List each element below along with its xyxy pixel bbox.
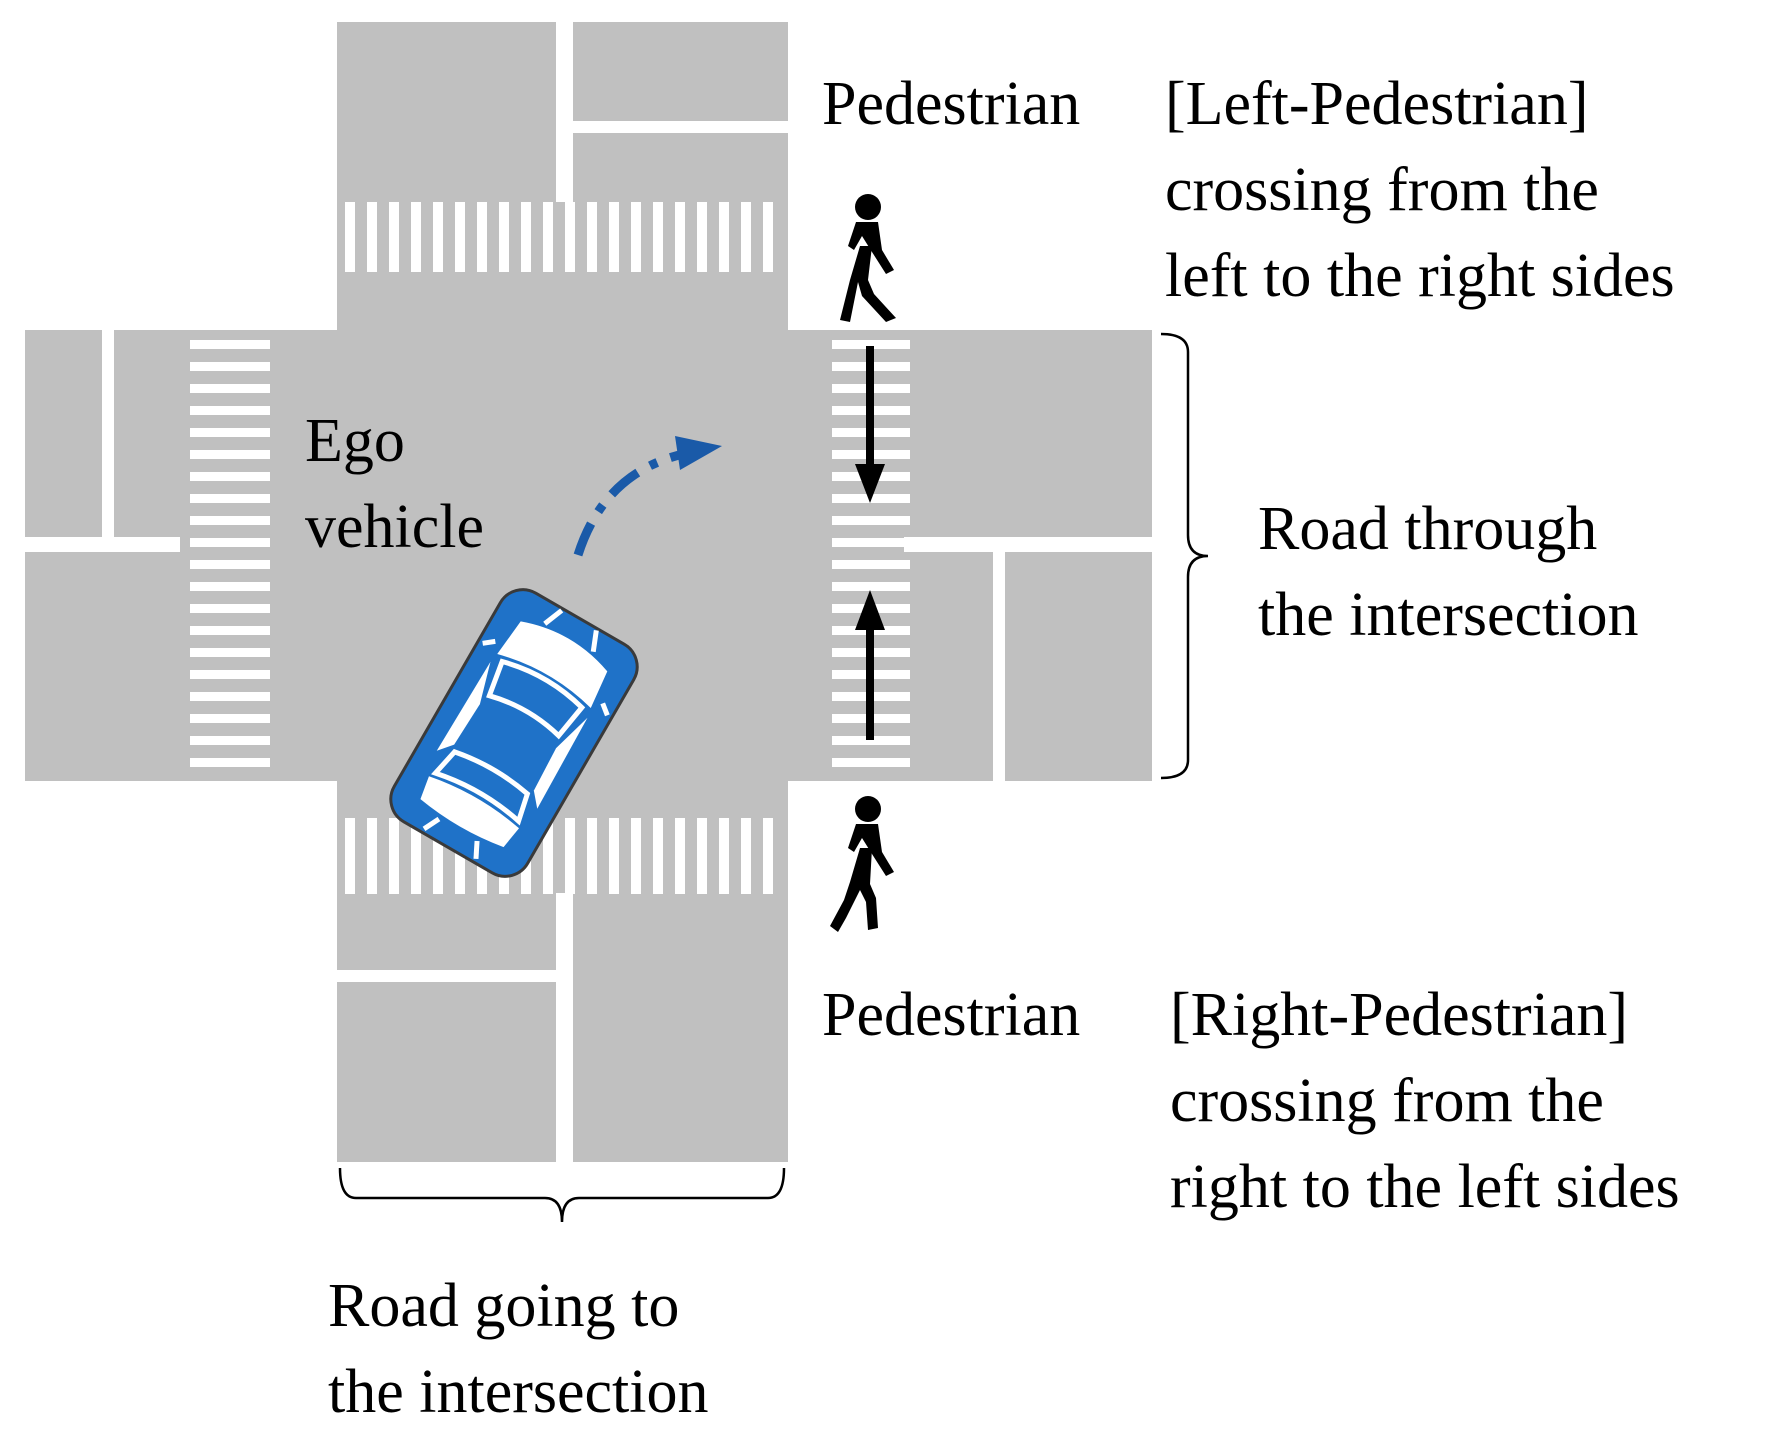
- lane-divider: [556, 893, 573, 1162]
- lane-divider: [573, 121, 788, 133]
- crosswalk-stripe: [190, 714, 270, 723]
- crosswalk-stripe: [190, 692, 270, 701]
- crosswalk-stripe: [190, 648, 270, 657]
- crosswalk-stripe: [832, 560, 910, 569]
- crosswalk-stripe: [411, 818, 421, 894]
- crosswalk-stripe: [832, 736, 910, 745]
- ped-top-desc-line1: [Left-Pedestrian]: [1165, 70, 1589, 138]
- crosswalk-stripe: [565, 202, 575, 272]
- ped-top-desc-line3: left to the right sides: [1165, 242, 1675, 310]
- crosswalk-stripe: [433, 818, 443, 894]
- lane-divider: [337, 970, 556, 982]
- crosswalk-stripe: [190, 384, 270, 393]
- crosswalk-stripe: [477, 202, 487, 272]
- crosswalk-stripe: [653, 818, 663, 894]
- crosswalk-stripe: [521, 202, 531, 272]
- crosswalk-stripe: [763, 818, 773, 894]
- ped-top-desc-line2: crossing from the: [1165, 156, 1599, 224]
- lane-divider: [993, 552, 1005, 781]
- lane-divider: [556, 22, 573, 202]
- curved-dashed-arrow-icon: [573, 436, 722, 557]
- ped-bottom-title: Pedestrian: [822, 981, 1081, 1049]
- crosswalk-stripe: [367, 818, 377, 894]
- lane-divider: [102, 330, 114, 537]
- crosswalk-stripe: [741, 202, 751, 272]
- crosswalk-stripe: [675, 818, 685, 894]
- crosswalk-stripe: [190, 560, 270, 569]
- crosswalk-stripe: [587, 202, 597, 272]
- crosswalk-stripe: [832, 538, 910, 547]
- crosswalk-stripe: [631, 202, 641, 272]
- crosswalk-stripe: [675, 202, 685, 272]
- crosswalk-stripe: [190, 604, 270, 613]
- crosswalk-stripe: [367, 202, 377, 272]
- crosswalk-stripe: [190, 538, 270, 547]
- ped-bottom-desc-line1: [Right-Pedestrian]: [1170, 981, 1629, 1049]
- road-going-label-line1: Road going to: [328, 1272, 680, 1340]
- crosswalk-stripe: [190, 582, 270, 591]
- crosswalk-stripe: [389, 202, 399, 272]
- crosswalk-stripe: [190, 340, 270, 349]
- crosswalk-stripe: [653, 202, 663, 272]
- crosswalk-stripe: [433, 202, 443, 272]
- crosswalk-stripe: [190, 428, 270, 437]
- crosswalk-stripe: [832, 758, 910, 767]
- arrow-up-icon: [855, 590, 885, 740]
- crosswalk-stripe: [719, 202, 729, 272]
- crosswalk-stripe: [411, 202, 421, 272]
- crosswalk-top: [345, 202, 773, 272]
- crosswalk-stripe: [190, 758, 270, 767]
- crosswalk-stripe: [631, 818, 641, 894]
- crosswalk-stripe: [345, 202, 355, 272]
- ego-vehicle-label-line1: Ego: [305, 407, 405, 475]
- crosswalk-stripe: [697, 202, 707, 272]
- crosswalk-stripe: [697, 818, 707, 894]
- crosswalk-stripe: [190, 450, 270, 459]
- crosswalk-stripe: [190, 516, 270, 525]
- crosswalk-stripe: [455, 202, 465, 272]
- road-through-label-line1: Road through: [1258, 495, 1598, 563]
- crosswalk-stripe: [499, 202, 509, 272]
- crosswalk-stripe: [190, 362, 270, 371]
- pedestrian-icon: [830, 796, 894, 932]
- crosswalk-stripe: [190, 670, 270, 679]
- arrow-down-icon: [855, 346, 885, 503]
- crosswalk-stripe: [190, 472, 270, 481]
- road-through-label-line2: the intersection: [1258, 581, 1639, 649]
- crosswalk-stripe: [609, 202, 619, 272]
- ped-bottom-desc-line3: right to the left sides: [1170, 1153, 1680, 1221]
- crosswalk-stripe: [543, 202, 553, 272]
- lane-divider: [25, 537, 180, 552]
- crosswalk-stripe: [763, 202, 773, 272]
- crosswalk-stripe: [832, 516, 910, 525]
- car-icon: [389, 588, 639, 878]
- crosswalk-stripe: [389, 818, 399, 894]
- brace-icon: [338, 1167, 786, 1223]
- lane-divider: [904, 537, 1152, 552]
- crosswalk-stripe: [190, 406, 270, 415]
- brace-icon: [1160, 332, 1209, 780]
- crosswalk-stripe: [719, 818, 729, 894]
- crosswalk-stripe: [741, 818, 751, 894]
- ped-top-title: Pedestrian: [822, 70, 1081, 138]
- crosswalk-stripe: [190, 494, 270, 503]
- ego-vehicle-label-line2: vehicle: [305, 493, 485, 561]
- crosswalk-stripe: [543, 818, 553, 894]
- crosswalk-left: [190, 340, 270, 767]
- crosswalk-stripe: [565, 818, 575, 894]
- crosswalk-stripe: [587, 818, 597, 894]
- ped-bottom-desc-line2: crossing from the: [1170, 1067, 1604, 1135]
- crosswalk-stripe: [190, 626, 270, 635]
- crosswalk-stripe: [455, 818, 465, 894]
- crosswalk-stripe: [832, 582, 910, 591]
- crosswalk-stripe: [190, 736, 270, 745]
- crosswalk-stripe: [345, 818, 355, 894]
- crosswalk-stripe: [832, 340, 910, 349]
- lane-dividers: [25, 22, 1152, 1162]
- crosswalk-stripe: [609, 818, 619, 894]
- pedestrian-icon: [840, 194, 896, 322]
- road-going-label-line2: the intersection: [328, 1358, 709, 1426]
